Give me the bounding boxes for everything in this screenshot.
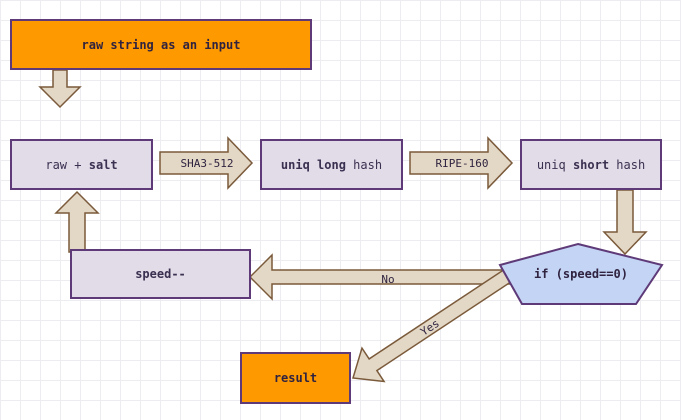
long-hash-text: hash — [345, 157, 383, 172]
raw-salt-node: raw + salt — [10, 139, 153, 190]
result-label: result — [273, 371, 318, 385]
arrow-sha3 — [159, 136, 254, 190]
arrow-input-to-salt — [38, 69, 82, 109]
short-hash-label: uniq short hash — [537, 158, 645, 172]
short-hash-text-b: hash — [609, 157, 646, 172]
result-node: result — [240, 352, 351, 404]
arrow-hash-to-decision — [602, 189, 648, 256]
sha3-label: SHA3-512 — [181, 157, 234, 170]
arrow-speed-to-salt — [54, 190, 100, 253]
short-hash-text-a: uniq — [536, 157, 573, 172]
arrow-ripe — [409, 136, 514, 190]
decision-label: if (speed==0) — [534, 267, 628, 281]
no-label: No — [381, 273, 394, 286]
short-hash-bold-text: short — [572, 157, 610, 172]
raw-salt-label: raw + salt — [45, 158, 117, 172]
salt-text: salt — [88, 157, 118, 172]
input-label: raw string as an input — [81, 37, 241, 52]
long-hash-node: uniq long hash — [260, 139, 403, 190]
input-node: raw string as an input — [10, 19, 312, 70]
arrow-no — [248, 253, 521, 301]
speed-node: speed-- — [70, 249, 251, 299]
long-hash-label: uniq long hash — [281, 158, 382, 172]
long-hash-bold-text: uniq long — [280, 157, 346, 172]
decision-node — [498, 242, 664, 305]
ripe-label: RIPE-160 — [436, 157, 489, 170]
raw-salt-text: raw + — [45, 157, 89, 172]
short-hash-node: uniq short hash — [520, 139, 662, 190]
speed-label: speed-- — [135, 267, 186, 281]
